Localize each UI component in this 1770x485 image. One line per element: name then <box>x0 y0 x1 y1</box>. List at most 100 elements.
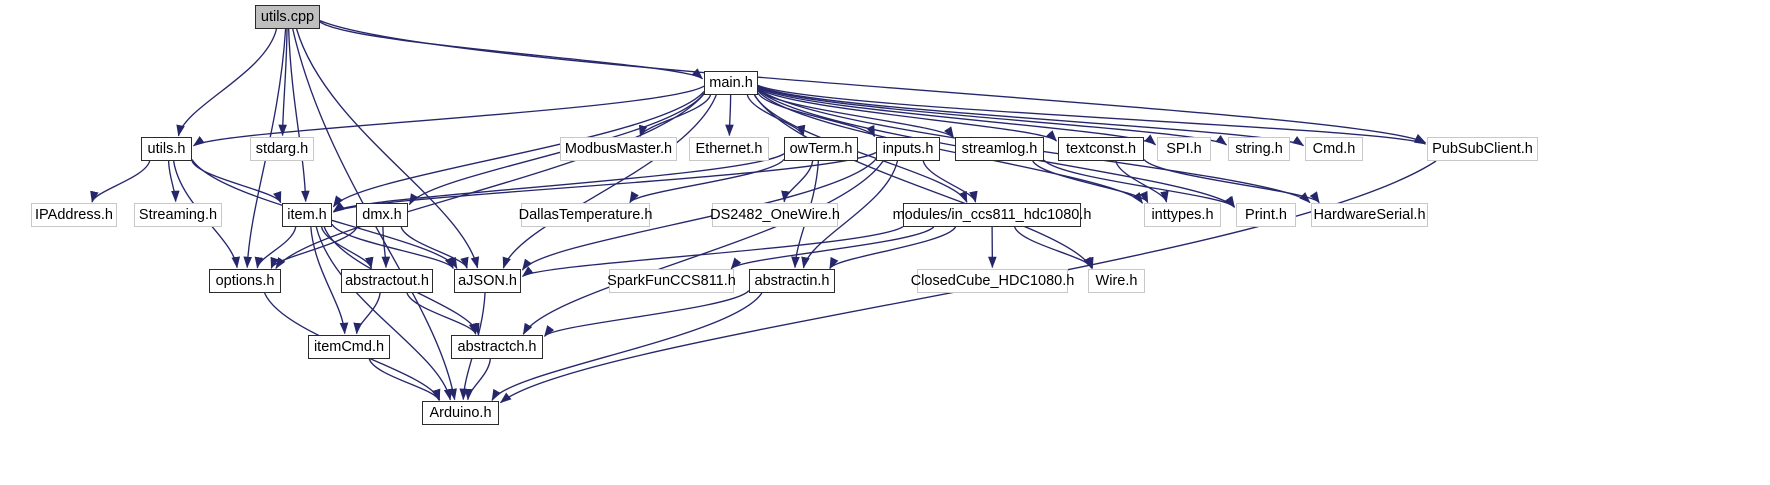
graph-node-label: IPAddress.h <box>35 206 113 223</box>
graph-edge <box>1143 159 1320 204</box>
graph-node-label: ClosedCube_HDC1080.h <box>910 272 1075 289</box>
graph-node-ethernet-h[interactable]: Ethernet.h <box>689 137 769 161</box>
graph-node-label: Ethernet.h <box>695 140 763 157</box>
graph-node-inputs-h[interactable]: inputs.h <box>876 137 940 161</box>
graph-node-options-h[interactable]: options.h <box>209 269 281 293</box>
graph-node-label: Streaming.h <box>138 206 218 223</box>
graph-node-pubsub-h[interactable]: PubSubClient.h <box>1427 137 1538 161</box>
graph-node-modbus-h[interactable]: ModbusMaster.h <box>560 137 677 161</box>
graph-node-label: main.h <box>709 74 753 91</box>
graph-edge <box>730 226 935 270</box>
graph-edge <box>521 226 904 278</box>
graph-node-abstractin-h[interactable]: abstractin.h <box>749 269 835 293</box>
graph-node-label: streamlog.h <box>961 140 1038 157</box>
graph-edge <box>725 94 734 137</box>
graph-node-ajson-h[interactable]: aJSON.h <box>454 269 521 293</box>
graph-edge <box>176 28 278 137</box>
graph-node-spi-h[interactable]: SPI.h <box>1157 137 1211 161</box>
graph-node-arduino-h[interactable]: Arduino.h <box>422 401 499 425</box>
graph-node-inttypes-h[interactable]: inttypes.h <box>1144 203 1221 227</box>
graph-node-label: stdarg.h <box>255 140 309 157</box>
graph-node-label: owTerm.h <box>789 140 853 157</box>
graph-node-streaming-h[interactable]: Streaming.h <box>134 203 222 227</box>
graph-edge <box>1032 160 1149 204</box>
graph-node-itemcmd-h[interactable]: itemCmd.h <box>308 335 390 359</box>
graph-edge <box>757 92 876 138</box>
graph-node-label: abstractch.h <box>457 338 537 355</box>
graph-edge <box>90 160 151 203</box>
graph-edge <box>192 85 705 147</box>
graph-node-string-h[interactable]: string.h <box>1228 137 1290 161</box>
graph-node-label: utils.h <box>147 140 186 157</box>
graph-edge <box>757 88 1311 204</box>
graph-edge <box>753 94 1093 269</box>
graph-edge <box>270 226 358 269</box>
graph-edge <box>331 223 454 270</box>
graph-node-wire-h[interactable]: Wire.h <box>1088 269 1145 293</box>
graph-node-ds2482-h[interactable]: DS2482_OneWire.h <box>710 203 840 227</box>
graph-node-closedcube-h[interactable]: ClosedCube_HDC1080.h <box>911 269 1074 293</box>
graph-node-abstractout-h[interactable]: abstractout.h <box>341 269 433 293</box>
graph-edge <box>332 90 705 208</box>
graph-node-label: options.h <box>215 272 275 289</box>
graph-node-label: item.h <box>287 206 327 223</box>
graph-node-label: Cmd.h <box>1312 140 1356 157</box>
graph-node-modccs-h[interactable]: modules/in_ccs811_hdc1080.h <box>893 203 1091 227</box>
graph-node-stdarg-h[interactable]: stdarg.h <box>250 137 314 161</box>
graph-node-sparkfun-h[interactable]: SparkFunCCS811.h <box>607 269 736 293</box>
graph-edge <box>254 226 297 269</box>
graph-edge <box>368 358 441 401</box>
graph-node-label: Print.h <box>1245 206 1287 223</box>
graph-node-label: abstractout.h <box>345 272 429 289</box>
graph-node-hwserial-h[interactable]: HardwareSerial.h <box>1311 203 1428 227</box>
graph-node-abstractch-h[interactable]: abstractch.h <box>451 335 543 359</box>
graph-edge <box>922 160 978 203</box>
graph-node-label: SparkFunCCS811.h <box>607 272 736 289</box>
graph-edge <box>543 290 750 337</box>
graph-node-owterm-h[interactable]: owTerm.h <box>784 137 858 161</box>
graph-edge <box>1115 160 1169 203</box>
graph-edge <box>310 226 349 335</box>
graph-edge <box>278 28 288 137</box>
graph-edge <box>319 21 704 80</box>
graph-node-streamlog-h[interactable]: streamlog.h <box>955 137 1044 161</box>
graph-node-label: inttypes.h <box>1151 206 1214 223</box>
graph-edge <box>491 292 763 402</box>
graph-node-label: HardwareSerial.h <box>1313 206 1426 223</box>
graph-edge <box>275 93 705 269</box>
graph-edge <box>522 160 884 335</box>
graph-edge <box>292 28 457 401</box>
graph-node-print-h[interactable]: Print.h <box>1236 203 1296 227</box>
graph-edge <box>408 92 705 206</box>
graph-node-label: Wire.h <box>1095 272 1138 289</box>
graph-node-item-h[interactable]: item.h <box>282 203 332 227</box>
graph-node-label: dmx.h <box>362 206 402 223</box>
graph-node-dmx-h[interactable]: dmx.h <box>356 203 408 227</box>
graph-node-utils-h[interactable]: utils.h <box>141 137 192 161</box>
graph-edge <box>353 292 381 335</box>
graph-edge <box>191 160 282 204</box>
graph-edge <box>801 160 899 269</box>
graph-node-utils-cpp[interactable]: utils.cpp <box>255 5 320 29</box>
graph-node-textconst-h[interactable]: textconst.h <box>1058 137 1144 161</box>
graph-edge <box>781 160 814 203</box>
graph-edge <box>757 87 1058 142</box>
graph-edge <box>757 84 1427 145</box>
graph-edge <box>400 226 469 269</box>
graph-edge <box>381 226 391 269</box>
graph-node-dallas-h[interactable]: DallasTemperature.h <box>519 203 652 227</box>
graph-node-label: DS2482_OneWire.h <box>710 206 840 223</box>
graph-node-label: Arduino.h <box>429 404 492 421</box>
graph-node-label: itemCmd.h <box>313 338 385 355</box>
graph-node-main-h[interactable]: main.h <box>704 71 758 95</box>
graph-edge <box>315 226 453 401</box>
graph-edge <box>167 160 180 203</box>
graph-edge <box>406 292 478 335</box>
graph-node-cmd-h[interactable]: Cmd.h <box>1305 137 1363 161</box>
graph-edge <box>295 28 480 269</box>
graph-node-ipaddress-h[interactable]: IPAddress.h <box>31 203 117 227</box>
graph-edge <box>288 28 310 203</box>
graph-node-label: textconst.h <box>1065 140 1137 157</box>
graph-edge <box>319 19 1427 144</box>
